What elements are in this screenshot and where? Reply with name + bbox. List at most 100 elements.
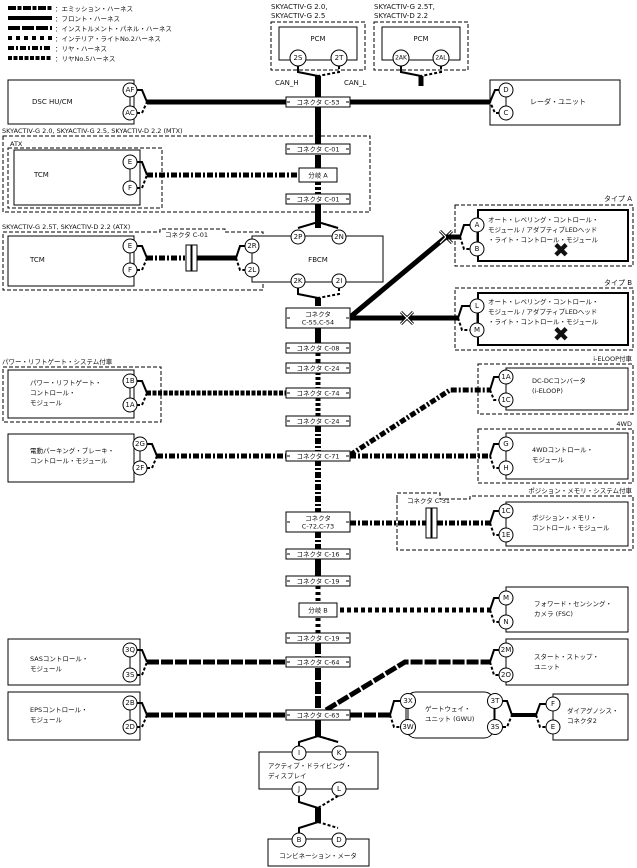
module-name: アクティブ・ドライビング・ディスプレイ <box>268 761 352 780</box>
connector-c01a[interactable]: コネクタ C-01 <box>285 143 351 155</box>
startstop-box[interactable] <box>505 638 629 686</box>
ads-box[interactable] <box>258 751 379 790</box>
connector-box[interactable] <box>285 511 351 533</box>
connector-box[interactable] <box>285 450 351 462</box>
fsc-box[interactable] <box>505 586 629 633</box>
instrument-harness-line <box>324 659 490 713</box>
gwu-box[interactable] <box>405 691 495 739</box>
pin-label: K <box>337 749 342 757</box>
connector-c19b[interactable]: コネクタ C-19 <box>285 632 351 644</box>
connector-box[interactable] <box>285 143 351 155</box>
led-module-box[interactable] <box>477 209 629 262</box>
connector-box[interactable] <box>285 193 351 205</box>
pin-label: E <box>128 158 132 166</box>
legend-label: ：フロント・ハーネス <box>55 15 120 23</box>
legend-label: ：リヤ・ハーネス <box>55 45 107 53</box>
connector-c64[interactable]: コネクタ C-64 <box>285 656 351 668</box>
pin-label: 2B <box>125 699 134 707</box>
connector-box[interactable] <box>285 96 351 108</box>
text-line: コネクタ C-08 <box>297 344 340 353</box>
text-line: C-72,C-73 <box>302 523 334 531</box>
connector-box[interactable] <box>285 632 351 644</box>
connector-c53[interactable]: コネクタ C-53 <box>285 96 351 108</box>
connector-c19a[interactable]: コネクタ C-19 <box>285 575 351 587</box>
inline-connector-half[interactable] <box>191 244 198 272</box>
pin-label: 1A <box>125 401 134 409</box>
fbcm-group: FBCM 2P 2N 2R 2L 2K 2I <box>244 220 384 306</box>
ads-bottom-split <box>298 796 319 809</box>
connector-box[interactable] <box>285 415 351 427</box>
meter-box[interactable] <box>267 838 370 867</box>
connector-box[interactable] <box>285 307 351 329</box>
connector-box[interactable] <box>285 342 351 354</box>
wire-l <box>137 257 148 271</box>
awd-box[interactable] <box>505 432 629 480</box>
fbcm-box[interactable] <box>251 235 384 283</box>
posmem-box[interactable] <box>505 501 629 547</box>
epb-box[interactable] <box>7 433 135 483</box>
wire-l <box>489 522 499 536</box>
wire-l <box>137 101 148 114</box>
pin-label: F <box>128 184 132 192</box>
inline-connector-half[interactable] <box>425 507 432 539</box>
connector-label: コネクタ C-19 <box>297 634 340 643</box>
connector-box[interactable] <box>298 602 338 618</box>
liftgate-box[interactable] <box>7 369 135 419</box>
pin-label: I <box>298 749 300 757</box>
pcm-box[interactable] <box>278 26 358 61</box>
connector-c63[interactable]: コネクタ C-63 <box>285 709 351 721</box>
connector-c16[interactable]: コネクタ C-16 <box>285 548 351 560</box>
connector-branch_a[interactable]: 分岐 A <box>298 167 338 183</box>
connector-c01b[interactable]: コネクタ C-01 <box>285 193 351 205</box>
rear-harness-line <box>348 387 490 458</box>
tcm-box[interactable] <box>7 235 135 287</box>
pin-circle <box>291 781 307 797</box>
pin-label: C <box>504 109 509 117</box>
pcm-t-group: SKYACTIV-G 2.5T, SKYACTIV-D 2.2 PCM 2AK … <box>373 3 469 86</box>
not-connected-cross-icon: ✖ <box>553 238 570 262</box>
connector-box[interactable] <box>285 548 351 560</box>
pin-circle <box>291 745 307 761</box>
wire-l <box>489 101 499 114</box>
led-module-box[interactable] <box>477 292 629 346</box>
connector-box[interactable] <box>285 387 351 399</box>
dcdc-box[interactable] <box>505 367 629 411</box>
text-line: カメラ (FSC) <box>534 610 573 618</box>
text-line: フォワード・センシング・ <box>534 599 612 608</box>
pin-label: L <box>337 785 341 793</box>
connector-box[interactable] <box>285 362 351 374</box>
wire-l <box>137 174 148 189</box>
connector-c24a[interactable]: コネクタ C-24 <box>285 362 351 374</box>
connector-box[interactable] <box>285 709 351 721</box>
connector-branch_b[interactable]: 分岐 B <box>298 602 338 618</box>
connector-c08[interactable]: コネクタ C-08 <box>285 342 351 354</box>
variant-box <box>270 21 366 71</box>
ads-split-l <box>317 735 339 743</box>
pcm-g-group: SKYACTIV-G 2.0, SKYACTIV-G 2.5 PCM 2S 2T… <box>270 3 366 87</box>
inline-connector-half[interactable] <box>185 244 192 272</box>
pin-label: 2G <box>135 440 145 448</box>
sas-box[interactable] <box>7 638 141 686</box>
text-line: モジュール <box>30 665 63 673</box>
eps-box[interactable] <box>7 691 141 741</box>
legend-item-instrument: ：インストルメント・パネル・ハーネス <box>8 25 172 33</box>
dlc-box[interactable] <box>552 693 629 741</box>
variant-label: 4WD <box>616 420 632 428</box>
tcm-box[interactable] <box>13 149 141 206</box>
connector-c24b[interactable]: コネクタ C-24 <box>285 415 351 427</box>
dsc-box[interactable] <box>7 79 135 125</box>
wire-h <box>137 245 148 259</box>
connector-c74[interactable]: コネクタ C-74 <box>285 387 351 399</box>
connector-box[interactable] <box>298 167 338 183</box>
trunk <box>298 82 339 834</box>
text-line: オート・レベリング・コントロール・ <box>488 297 599 306</box>
wire-l <box>489 455 499 469</box>
break-x-icon <box>399 310 415 326</box>
connector-box[interactable] <box>285 656 351 668</box>
inline-connector-half[interactable] <box>431 507 438 539</box>
wire-h <box>137 89 148 103</box>
connector-box[interactable] <box>285 575 351 587</box>
connector-c71[interactable]: コネクタ C-71 <box>285 450 351 462</box>
